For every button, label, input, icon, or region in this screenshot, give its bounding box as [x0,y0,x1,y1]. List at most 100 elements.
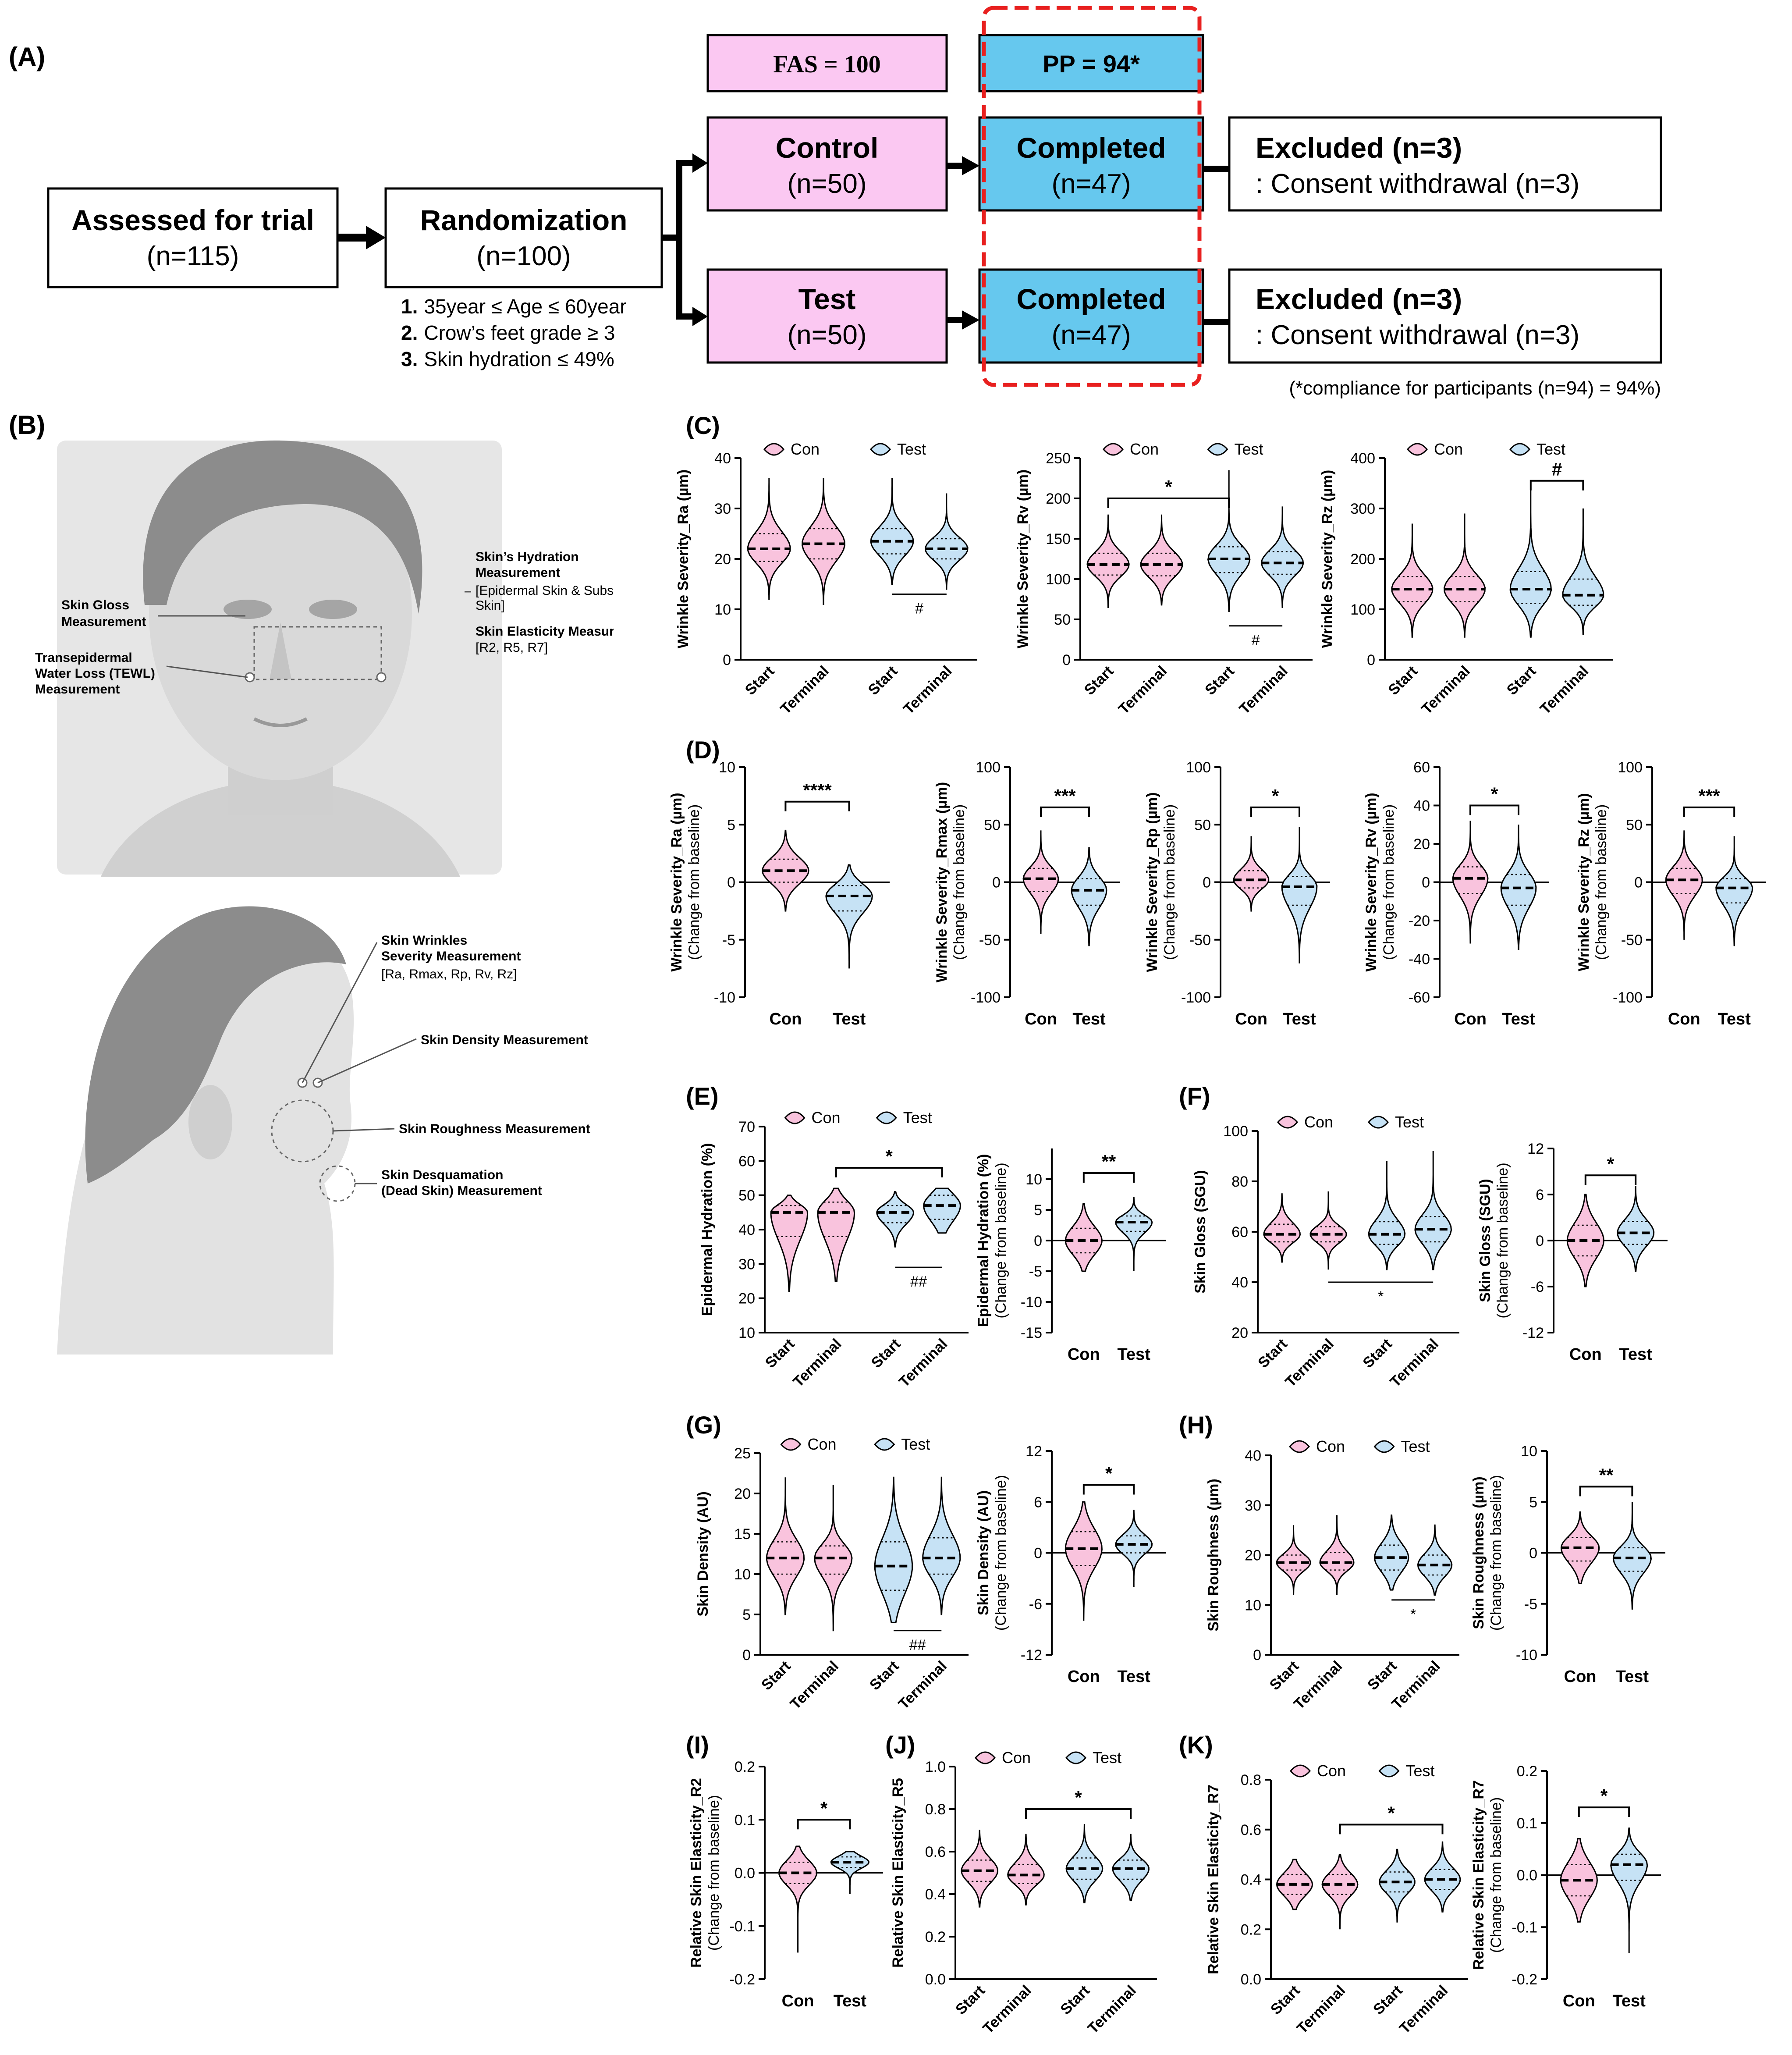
x-tick-label: Test [1616,1667,1649,1686]
y-tick-label: 0 [992,875,1001,891]
legend-label-test: Test [897,440,926,458]
label-elasticity: Skin Elasticity Measurement [476,624,614,639]
y-tick-label: 60 [738,1153,755,1170]
svg-text:2.Crow’s feet grade ≥ 3: 2.Crow’s feet grade ≥ 3 [401,321,615,344]
significance-label: * [1075,1787,1082,1808]
control-box [706,116,948,212]
y-tick-label: 0.4 [1241,1872,1261,1888]
legend-swatch-test [1378,1764,1400,1778]
significance-bracket [1040,806,1090,817]
excluded-control-title: Excluded (n=3) [1256,132,1462,164]
completed-test-box [978,268,1204,364]
violin-test [1065,1824,1104,1903]
violin-test [870,478,914,585]
legend-swatch-con [975,1751,996,1764]
panel-label: (E) [686,1082,719,1110]
panel-label: (J) [885,1731,915,1759]
x-tick-label: Start [1202,663,1238,699]
legend-swatch-con [780,1438,802,1451]
label-hydration-detail: [Epidermal Skin & SubsurfaceSkin] [476,583,614,613]
violin-con [1022,830,1059,934]
inclusion-criteria: 1.35year ≤ Age ≤ 60year 2.Crow’s feet gr… [401,295,627,370]
y-tick-label: 20 [734,1486,751,1502]
x-tick-label: Start [1267,1982,1303,2018]
significance-label: * [1491,784,1498,804]
y-tick-label: 60 [1231,1224,1248,1241]
significance-bracket [1107,498,1230,508]
significance-bracket [1578,1806,1630,1817]
x-tick-label: Con [1668,1010,1700,1028]
label-roughness: Skin Roughness Measurement [399,1122,590,1136]
y-tick-label: -6 [1531,1279,1544,1295]
y-tick-label: 0.6 [1241,1822,1261,1838]
x-tick-label: Terminal [787,1658,842,1713]
y-tick-label: 0.0 [1241,1971,1261,1988]
compliance-footnote: (*compliance for participants (n=94) = 9… [1289,377,1661,399]
x-tick-label: Start [952,1982,988,2018]
significance-bracket [1683,806,1735,817]
y-tick-label: 40 [1245,1447,1261,1464]
x-tick-label: Terminal [1115,663,1170,718]
violin-con [1263,1193,1301,1263]
violin-con [1391,523,1434,638]
violin-con [1665,830,1703,940]
violin-test [1617,1186,1655,1272]
excluded-test-title: Excluded (n=3) [1256,283,1462,315]
y-tick-label: -5 [1029,1263,1042,1280]
y-tick-label: 50 [1626,817,1643,833]
y-tick-label: 0.2 [925,1929,946,1945]
violin-test [1379,1849,1416,1923]
violin-con [766,1477,805,1615]
pp-box [978,34,1204,92]
y-tick-label: 0.2 [1517,1763,1537,1780]
y-tick-label: 0.1 [735,1812,755,1828]
y-tick-label: 20 [1231,1325,1248,1341]
violin-test [1562,508,1604,635]
significance-label: **** [803,780,832,800]
y-tick-label: -12 [1021,1647,1042,1664]
completed-test-n: (n=47) [1052,320,1131,350]
violin-test [1115,1197,1153,1271]
y-tick-label: 100 [1223,1123,1248,1140]
legend-label-con: Con [1130,440,1159,458]
y-tick-label: 40 [1231,1274,1248,1291]
y-tick-label: 300 [1350,501,1375,517]
legend-label-con: Con [1002,1749,1031,1767]
y-tick-label: 10 [734,1566,751,1583]
violin-test [825,864,873,969]
label-wrinkles-detail: [Ra, Rmax, Rp, Rv, Rz] [381,967,517,981]
violin-con [1086,514,1130,608]
legend-swatch-test [1207,443,1228,456]
y-tick-label: 0.1 [1517,1815,1537,1832]
label-desquamation: Skin Desquamation(Dead Skin) Measurement [381,1168,542,1198]
x-tick-label: Start [865,663,901,699]
violin-con [1276,1525,1311,1595]
y-tick-label: -100 [971,989,1001,1006]
y-tick-label: -50 [1621,932,1643,949]
y-tick-label: 0 [742,1647,751,1664]
y-axis-label: Wrinkle Severity_Rz (µm) [1319,470,1336,648]
face-front-illustration-icon [57,440,502,877]
x-tick-label: Terminal [1294,1982,1348,2037]
significance-bracket [1469,804,1519,815]
y-tick-label: -15 [1021,1325,1042,1341]
y-tick-label: 0.8 [1241,1772,1261,1788]
y-tick-label: -60 [1409,989,1430,1006]
y-tick-label: 20 [714,551,731,568]
y-tick-label: 0.0 [735,1865,755,1882]
legend-swatch-test [870,443,891,456]
legend-label-test: Test [1395,1113,1424,1131]
excluded-test-box [1228,268,1662,364]
